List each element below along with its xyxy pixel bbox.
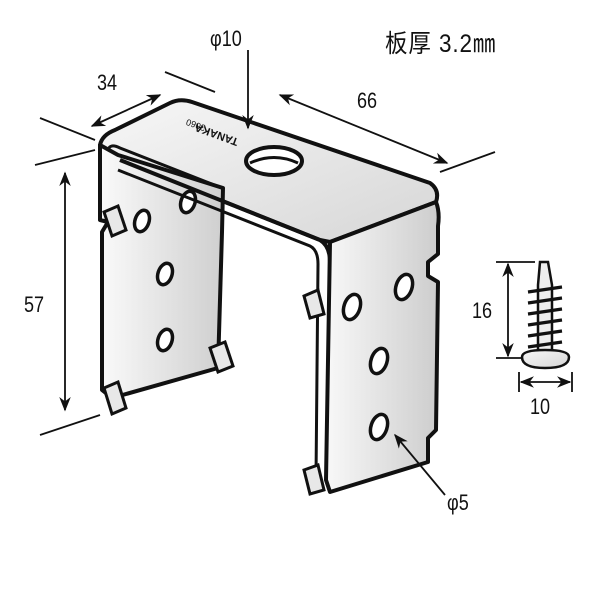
height-dimension-label: 57 bbox=[24, 292, 45, 317]
screw-head-diameter-label: 10 bbox=[530, 394, 551, 419]
left-leg bbox=[98, 143, 235, 417]
screw-drawing bbox=[496, 260, 573, 392]
screw-head bbox=[520, 348, 571, 370]
right-leg bbox=[302, 200, 441, 496]
screw-length-label: 16 bbox=[472, 298, 493, 323]
plate-thickness-label: 板厚 3.2㎜ bbox=[385, 30, 497, 58]
side-hole-diameter-label: φ5 bbox=[447, 490, 469, 515]
dimension-lines bbox=[34, 50, 496, 496]
top-hole-diameter-label: φ10 bbox=[210, 26, 242, 51]
width-dimension-label: 66 bbox=[357, 88, 378, 113]
depth-dimension-label: 34 bbox=[97, 70, 118, 95]
